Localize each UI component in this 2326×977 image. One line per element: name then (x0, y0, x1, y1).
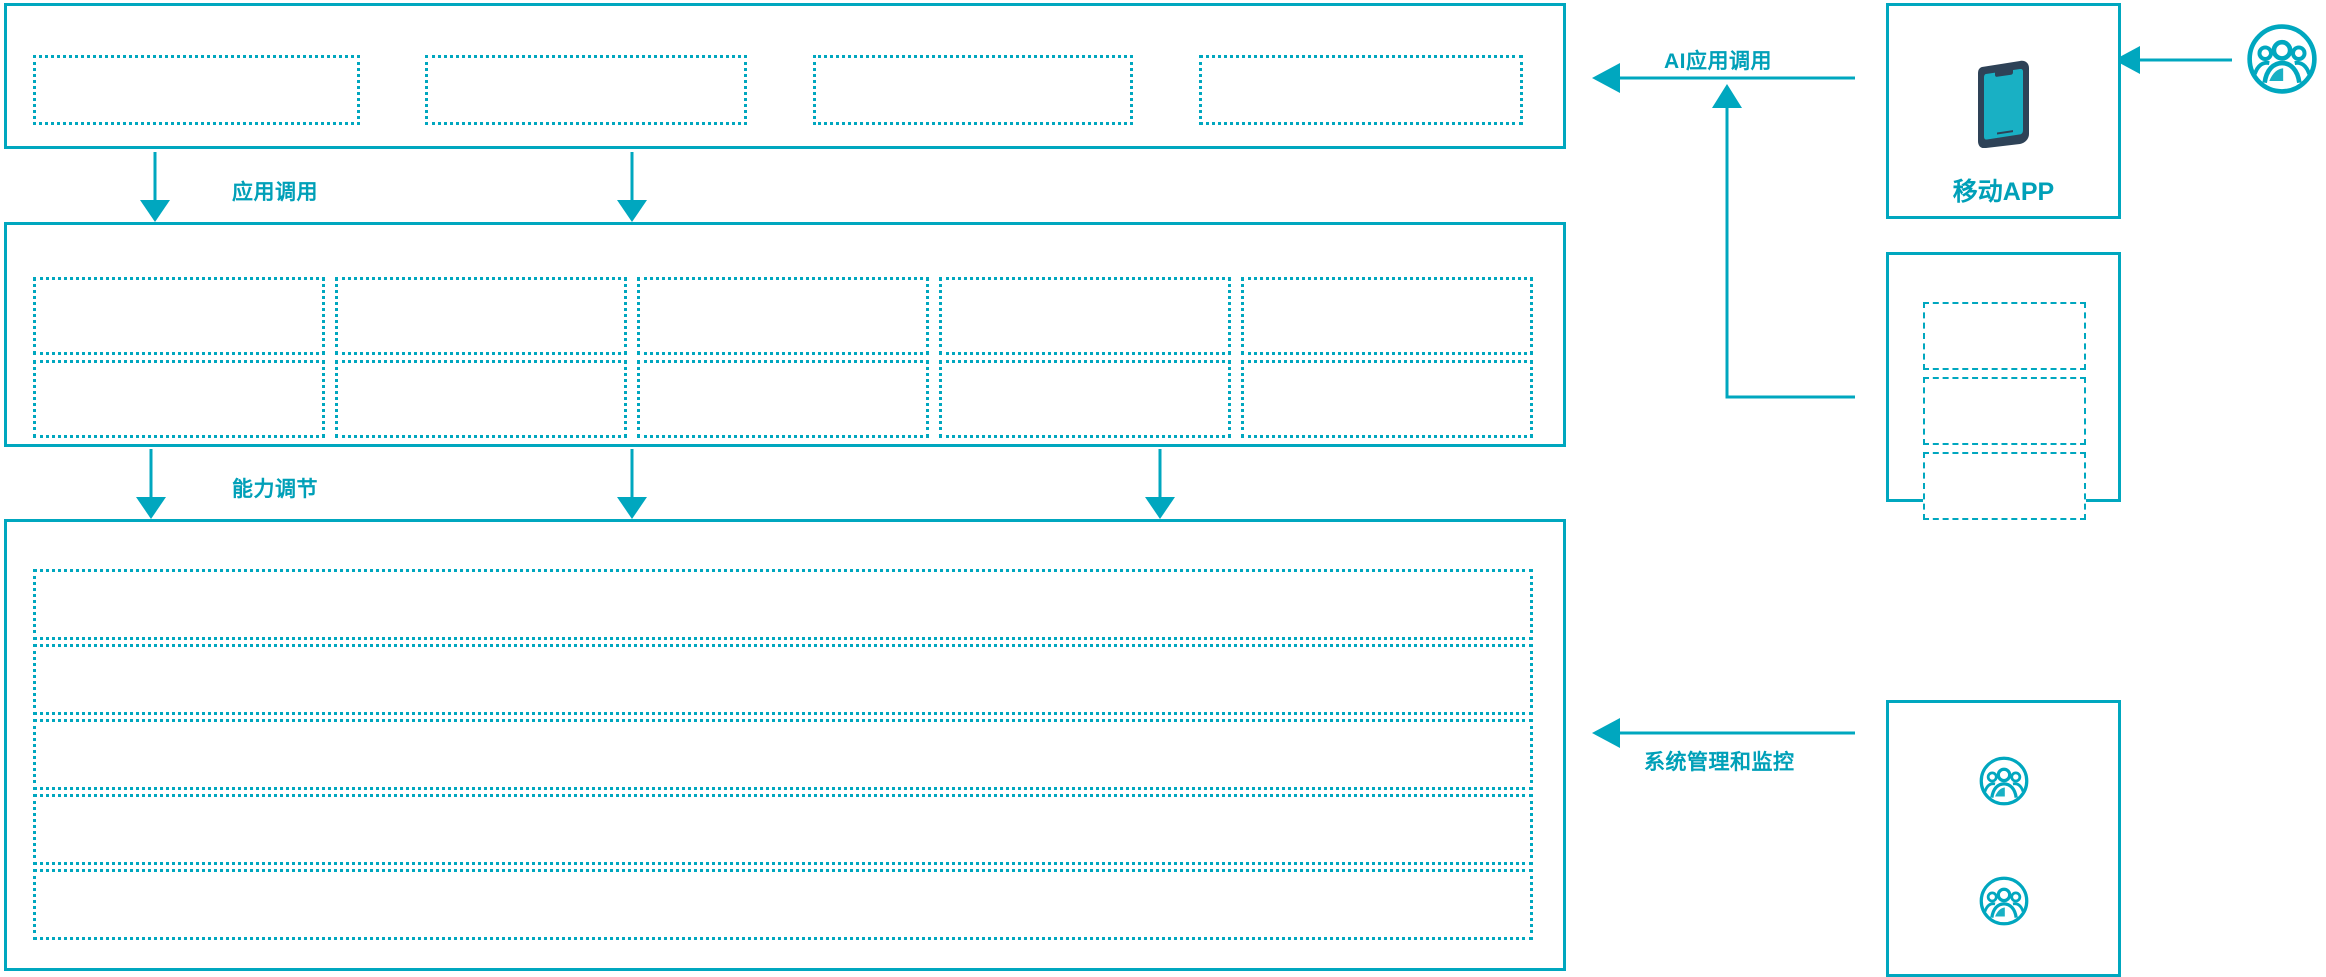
arrow-system-admin-monitor (1592, 718, 1855, 748)
connector-label-ai-app-invoke: AI应用调用 (1664, 50, 1772, 73)
user-group-icon (1978, 755, 2030, 807)
capability-cell-r1c5[interactable] (1241, 277, 1533, 355)
arrow-app-invoke-right (617, 152, 647, 222)
capability-cell-r2c2[interactable] (335, 360, 627, 438)
connector-label-capability-adjust: 能力调节 (232, 478, 318, 501)
capability-cell-r1c2[interactable] (335, 277, 627, 355)
capability-cell-r1c1[interactable] (33, 277, 325, 355)
platform-row-5[interactable] (33, 869, 1533, 940)
arrow-app-invoke-left (140, 152, 170, 222)
arrow-capability-adjust-3 (1145, 449, 1175, 519)
connector-label-system-admin-monitor: 系统管理和监控 (1644, 751, 1795, 774)
user-group-icon (2245, 22, 2319, 96)
mobile-app-panel[interactable]: 移动APP (1886, 3, 2121, 219)
mobile-app-label: 移动APP (1952, 178, 2055, 206)
connector-label-app-invoke: 应用调用 (232, 181, 318, 204)
platform-row-1[interactable] (33, 569, 1533, 640)
platform-row-3[interactable] (33, 719, 1533, 790)
capability-cell-r2c5[interactable] (1241, 360, 1533, 438)
user-group-icon (1978, 875, 2030, 927)
arrow-channel-uplink (1712, 84, 1855, 399)
platform-row-2[interactable] (33, 644, 1533, 715)
capability-cell-r1c4[interactable] (939, 277, 1231, 355)
capability-cell-r1c3[interactable] (637, 277, 929, 355)
arrow-end-user-to-app (2114, 46, 2232, 74)
smartphone-icon (1973, 58, 2035, 149)
application-slot-1[interactable] (33, 55, 360, 125)
arrow-capability-adjust-1 (136, 449, 166, 519)
capability-cell-r2c1[interactable] (33, 360, 325, 438)
operators-panel (1886, 700, 2121, 977)
capability-cell-r2c4[interactable] (939, 360, 1231, 438)
channel-slot-2[interactable] (1923, 377, 2086, 445)
platform-row-4[interactable] (33, 794, 1533, 865)
channel-slot-3[interactable] (1923, 452, 2086, 520)
application-slot-4[interactable] (1199, 55, 1523, 125)
application-slot-2[interactable] (425, 55, 747, 125)
arrow-capability-adjust-2 (617, 449, 647, 519)
application-slot-3[interactable] (813, 55, 1133, 125)
channel-slot-1[interactable] (1923, 302, 2086, 370)
capability-cell-r2c3[interactable] (637, 360, 929, 438)
